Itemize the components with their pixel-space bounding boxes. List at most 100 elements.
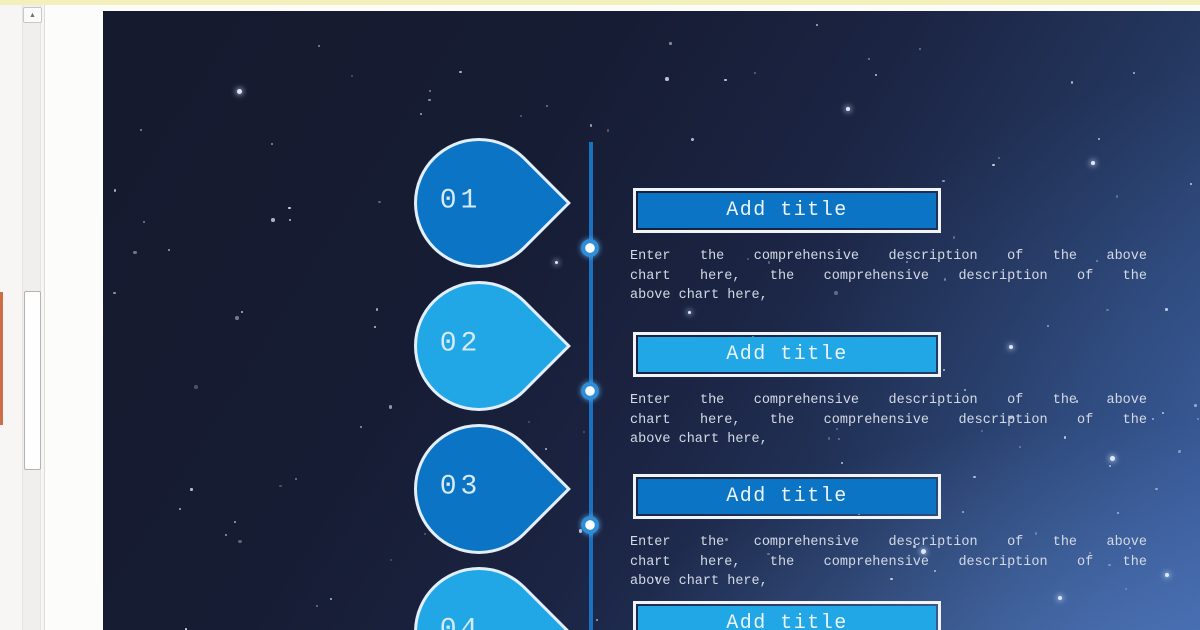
window-top-strip: [0, 0, 1200, 5]
step-description-2[interactable]: Enter the comprehensive description of t…: [630, 391, 1147, 450]
star: [1151, 418, 1155, 421]
star: [194, 385, 198, 389]
starfield-background: [103, 11, 1200, 630]
step-description-3[interactable]: Enter the comprehensive description of t…: [630, 533, 1147, 592]
star: [1161, 412, 1164, 415]
star: [767, 552, 770, 555]
add-title-button-3[interactable]: Add title: [633, 474, 941, 519]
star: [992, 164, 995, 167]
scrollbar-thumb[interactable]: [24, 291, 41, 470]
star: [240, 311, 243, 314]
star: [234, 316, 239, 320]
star: [1063, 436, 1066, 439]
star: [351, 75, 354, 78]
star: [606, 129, 609, 132]
star: [905, 260, 908, 263]
star: [294, 477, 298, 480]
star: [833, 291, 838, 295]
pane-divider: [44, 5, 45, 630]
star: [1097, 137, 1100, 141]
star: [724, 79, 727, 82]
selected-thumbnail-edge[interactable]: [0, 292, 3, 425]
timeline-dot-1[interactable]: [581, 239, 599, 257]
star: [1088, 552, 1091, 555]
scrollbar-up-button[interactable]: ▲: [23, 7, 42, 23]
star: [1070, 81, 1073, 84]
add-title-button-1[interactable]: Add title: [633, 188, 941, 233]
star: [375, 308, 378, 311]
star: [1106, 308, 1109, 311]
star: [1091, 161, 1095, 165]
star: [746, 258, 749, 261]
description-line: Enter the comprehensive description of t…: [630, 535, 1147, 550]
star: [1009, 345, 1014, 350]
star: [1076, 400, 1079, 403]
star: [688, 311, 691, 314]
star: [816, 23, 819, 26]
star: [596, 619, 599, 622]
star: [288, 207, 291, 210]
add-title-button-4[interactable]: Add title: [633, 601, 941, 630]
slide-thumbnail-pane: ▲: [0, 5, 44, 630]
description-line: above chart here,: [630, 432, 768, 447]
star: [114, 189, 117, 192]
star: [237, 89, 242, 94]
star: [665, 77, 669, 81]
star: [827, 437, 830, 440]
star: [288, 218, 291, 221]
star: [1116, 512, 1119, 515]
thumbnail-pane-scrollbar[interactable]: ▲: [22, 5, 42, 630]
star: [997, 156, 1000, 159]
star: [190, 488, 193, 491]
star: [1128, 547, 1131, 550]
star: [423, 533, 426, 536]
star: [133, 250, 137, 255]
star: [578, 529, 583, 533]
star: [867, 58, 870, 61]
star: [846, 107, 850, 111]
star: [419, 112, 422, 115]
star: [178, 507, 181, 511]
star: [921, 549, 927, 555]
star: [981, 430, 984, 433]
star: [279, 484, 282, 487]
star: [1155, 487, 1158, 491]
description-line: chart here, the comprehensive descriptio…: [630, 412, 1147, 428]
add-title-button-2[interactable]: Add title: [633, 332, 941, 377]
star: [662, 438, 666, 441]
star: [952, 236, 956, 239]
add-title-label-4: Add title: [726, 612, 848, 630]
slide-canvas[interactable]: 01 Add title Enter the comprehensive des…: [103, 11, 1200, 630]
star: [374, 325, 377, 328]
star: [754, 71, 757, 74]
star: [233, 520, 236, 523]
star: [874, 73, 877, 76]
step-description-1[interactable]: Enter the comprehensive description of t…: [630, 247, 1147, 306]
step-number-03: 03: [440, 471, 482, 503]
timeline-dot-3[interactable]: [581, 516, 599, 534]
star: [1189, 182, 1192, 186]
star: [943, 368, 946, 372]
star: [768, 261, 771, 264]
timeline-dot-2[interactable]: [581, 382, 599, 400]
star: [961, 510, 964, 513]
star: [690, 137, 695, 142]
star: [270, 142, 273, 145]
star: [1197, 417, 1200, 420]
add-title-label-2: Add title: [726, 343, 848, 366]
star: [933, 569, 936, 572]
star: [271, 218, 275, 222]
star: [942, 179, 945, 183]
description-line: Enter the comprehensive description of t…: [630, 393, 1147, 408]
star: [545, 105, 549, 108]
star: [1110, 456, 1115, 461]
description-line: Enter the comprehensive description of t…: [630, 249, 1147, 264]
star: [113, 292, 116, 295]
star: [1009, 415, 1013, 420]
star: [655, 577, 659, 580]
star: [1108, 563, 1111, 566]
star: [973, 475, 976, 478]
add-title-label-3: Add title: [726, 485, 848, 508]
star: [317, 44, 320, 48]
description-line: above chart here,: [630, 288, 768, 303]
